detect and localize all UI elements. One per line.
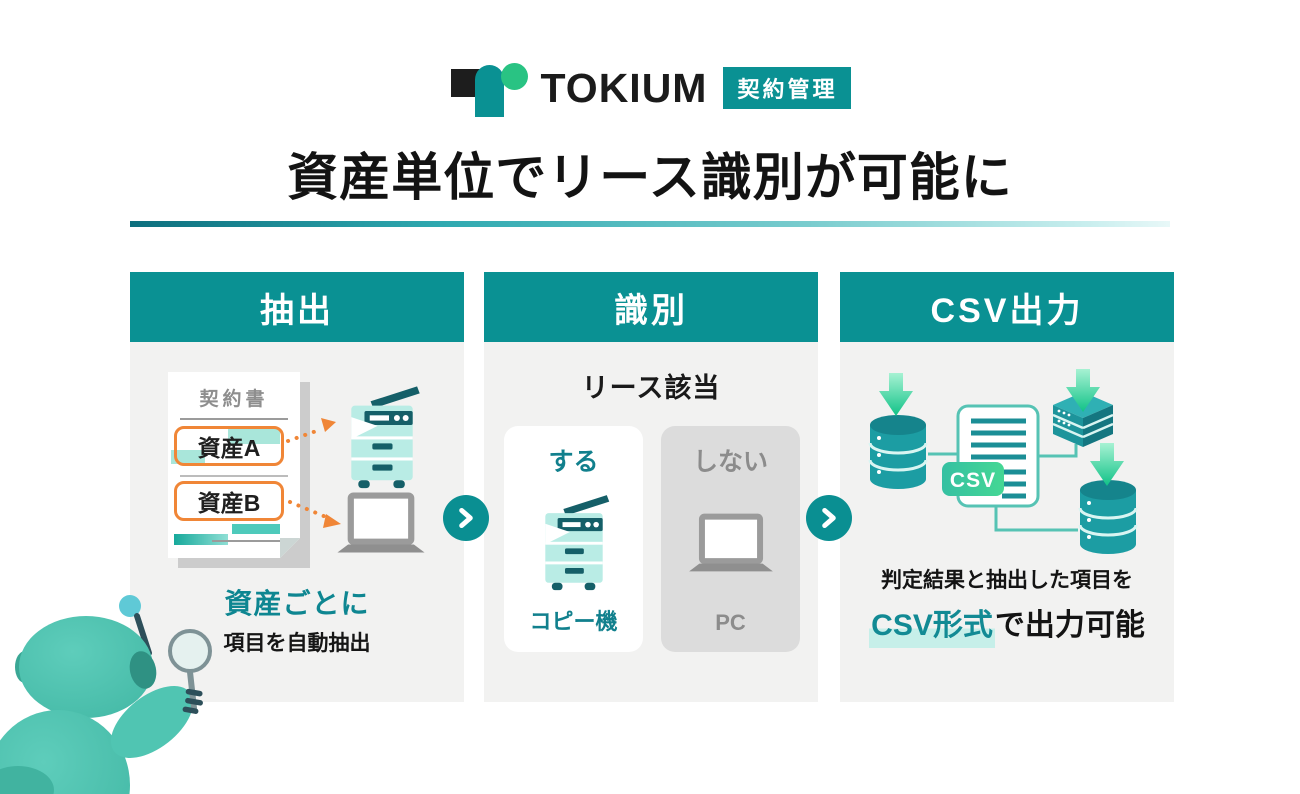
extract-caption: 資産ごとに 項目を自動抽出 — [130, 582, 464, 657]
lease-no-card: しない PC — [661, 426, 800, 652]
csv-badge-label: CSV — [950, 469, 996, 492]
connector-lines — [928, 444, 1078, 532]
brand-header: TOKIUM 契約管理 — [0, 58, 1300, 118]
brand-name: TOKIUM — [540, 64, 708, 111]
panel-csv-header: CSV出力 — [840, 272, 1174, 342]
tokium-logo-icon — [449, 59, 528, 117]
csv-caption-line2: CSV形式で出力可能 — [840, 600, 1174, 648]
lease-yes-device: コピー機 — [529, 609, 618, 634]
contract-document: 契約書 資産A 資産B — [168, 372, 310, 568]
product-badge: 契約管理 — [723, 67, 852, 109]
mascot-ear — [129, 651, 157, 689]
database-icon — [1078, 478, 1138, 556]
antenna-ball — [119, 595, 141, 617]
magnifier-icon — [168, 629, 212, 673]
highlight-mark — [232, 524, 280, 534]
document-line — [180, 418, 288, 420]
laptop-icon — [332, 492, 430, 556]
document-line — [180, 475, 288, 477]
panel-extract-header: 抽出 — [130, 272, 464, 342]
chevron-right-icon — [459, 507, 473, 529]
download-arrow-icon — [1090, 443, 1124, 486]
logo-teal-bar — [474, 65, 504, 117]
csv-export-illustration: CSV — [868, 369, 1138, 556]
csv-caption: 判定結果と抽出した項目を CSV形式で出力可能 — [840, 564, 1174, 648]
csv-caption-em: CSV形式 — [869, 609, 995, 648]
extract-caption-sub: 項目を自動抽出 — [223, 632, 371, 655]
highlight-bar — [174, 534, 228, 545]
lease-no-device: PC — [715, 610, 746, 635]
document-page: 契約書 資産A 資産B — [168, 372, 300, 558]
document-line — [212, 540, 286, 542]
panel-identify: 識別 リース該当 する コピー機 しない PC — [484, 272, 818, 702]
database-icon — [868, 413, 928, 491]
asset-b-box: 資産B — [174, 481, 284, 521]
mascot-arm — [110, 686, 194, 758]
copier-icon — [351, 386, 420, 489]
panel-identify-body: リース該当 する コピー機 しない PC — [484, 342, 818, 702]
lease-yes-label: する — [548, 448, 599, 476]
logo-green-dot — [500, 63, 528, 90]
identify-cards: する コピー機 しない PC — [504, 426, 800, 652]
identify-subtitle: リース該当 — [581, 373, 721, 403]
panel-csv: CSV出力 — [840, 272, 1174, 702]
asset-a-box: 資産A — [174, 426, 284, 466]
lease-yes-card: する コピー機 — [504, 426, 643, 652]
copier-icon — [533, 478, 615, 604]
extract-caption-em: 資産ごとに — [224, 588, 370, 619]
csv-caption-tail: で出力可能 — [994, 609, 1145, 642]
download-arrow-icon — [879, 373, 913, 416]
highlight-mark — [228, 429, 280, 444]
chevron-right-icon — [822, 507, 836, 529]
flow-arrow-2 — [806, 495, 852, 541]
panel-identify-header: 識別 — [484, 272, 818, 342]
laptop-icon — [684, 478, 778, 610]
lease-no-label: しない — [692, 448, 768, 476]
panel-csv-body: CSV 判定結果と抽出した項目を CSV形式で出力可能 — [840, 342, 1174, 702]
title-underline — [130, 221, 1170, 227]
mascot-head — [19, 616, 153, 718]
robot-mascot — [0, 595, 212, 794]
csv-file-icon: CSV — [942, 404, 1040, 508]
page-title: 資産単位でリース識別が可能に — [287, 149, 1013, 206]
document-title: 契約書 — [199, 389, 269, 410]
flow-arrow-1 — [443, 495, 489, 541]
mascot-fingers — [182, 688, 203, 714]
csv-caption-line1: 判定結果と抽出した項目を — [881, 569, 1133, 592]
